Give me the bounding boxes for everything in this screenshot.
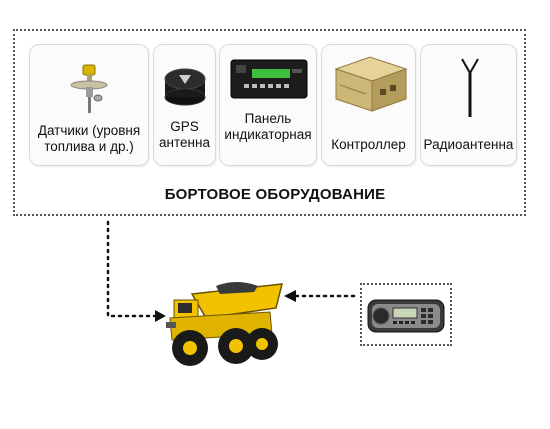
equipment-to-truck-connector [106,220,157,318]
onboard-equipment-group [13,29,526,216]
device-label-line: индикаторная [224,127,312,142]
device-label-line: антенна [159,135,210,150]
arrow-head-left [155,310,166,322]
controller-icon [334,56,408,112]
gps-antenna-icon [164,68,206,106]
device-card-controller: Контроллер [321,44,416,166]
radio-antenna-icon [461,58,479,117]
device-label-line: Контроллер [331,137,406,152]
device-label-line: Датчики (уровня [37,123,141,138]
device-label-line: Радиоантенна [423,137,514,152]
group-title: БОРТОВОЕ ОБОРУДОВАНИЕ [164,186,386,203]
indicator-panel-icon [230,59,308,99]
device-card-gps: GPS антенна [153,44,216,166]
device-label-line: топлива и др.) [44,139,134,154]
device-card-sensors: Датчики (уровня топлива и др.) [29,44,149,166]
device-label-line: Панель [244,111,292,126]
radio-station-box [360,283,452,346]
device-card-indicator-panel: Панель индикаторная [219,44,317,166]
arrow-head-right [284,290,296,302]
fuel-sensor-icon [70,64,108,113]
radio-station-icon [367,299,445,333]
dump-truck-icon [166,282,283,366]
device-card-radio-antenna: Радиоантенна [420,44,517,166]
device-label-line: GPS [170,119,199,134]
